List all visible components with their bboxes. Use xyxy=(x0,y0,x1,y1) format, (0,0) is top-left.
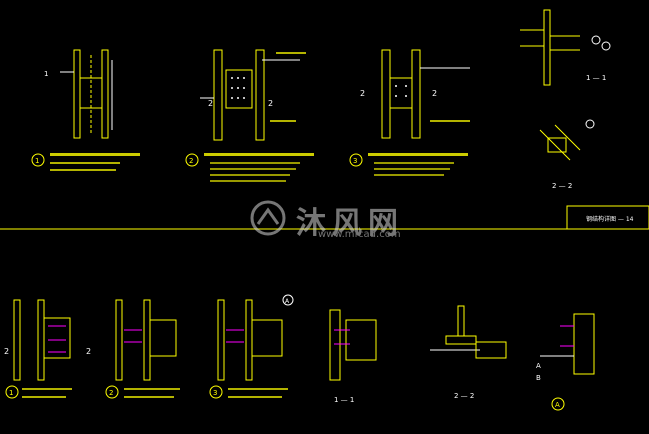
svg-text:2 — 2: 2 — 2 xyxy=(454,392,474,400)
section-top-1-1: 1 — 1 xyxy=(520,9,611,86)
svg-text:3: 3 xyxy=(353,157,357,165)
svg-text:A: A xyxy=(285,298,290,305)
svg-text:2: 2 xyxy=(189,157,193,165)
title-block xyxy=(566,205,649,230)
svg-text:1 — 1: 1 — 1 xyxy=(586,74,606,82)
detail-top-3: 2 2 3 xyxy=(349,49,470,176)
svg-text:1 — 1: 1 — 1 xyxy=(334,396,354,404)
detail-top-2: 2 2 2 xyxy=(185,49,314,182)
svg-text:2: 2 xyxy=(268,99,273,108)
svg-text:2: 2 xyxy=(4,347,9,356)
title-block-text: 钢结构详图 — 14 xyxy=(586,215,634,223)
svg-text:2 — 2: 2 — 2 xyxy=(552,182,572,190)
svg-text:1: 1 xyxy=(44,70,48,78)
svg-text:3: 3 xyxy=(213,389,217,397)
svg-text:1: 1 xyxy=(9,389,13,397)
detail-bottom-A: A B A xyxy=(536,313,595,411)
detail-bottom-3: A 3 xyxy=(209,294,294,399)
section-top-2-2: 2 — 2 xyxy=(539,119,595,190)
svg-text:1: 1 xyxy=(35,157,39,165)
section-bottom-1-1: 1 — 1 xyxy=(329,309,377,404)
svg-text:2: 2 xyxy=(208,99,213,108)
detail-top-1: 1 1 xyxy=(31,49,140,171)
svg-text:A: A xyxy=(555,401,560,409)
svg-text:2: 2 xyxy=(86,347,91,356)
svg-text:B: B xyxy=(536,374,541,382)
svg-text:2: 2 xyxy=(432,89,437,98)
section-bottom-2-2: 2 — 2 xyxy=(430,305,507,400)
detail-bottom-2: 2 xyxy=(105,299,180,399)
svg-text:2: 2 xyxy=(109,389,113,397)
svg-text:2: 2 xyxy=(360,89,365,98)
detail-bottom-1: 2 2 1 xyxy=(4,299,91,399)
svg-text:A: A xyxy=(536,362,541,370)
